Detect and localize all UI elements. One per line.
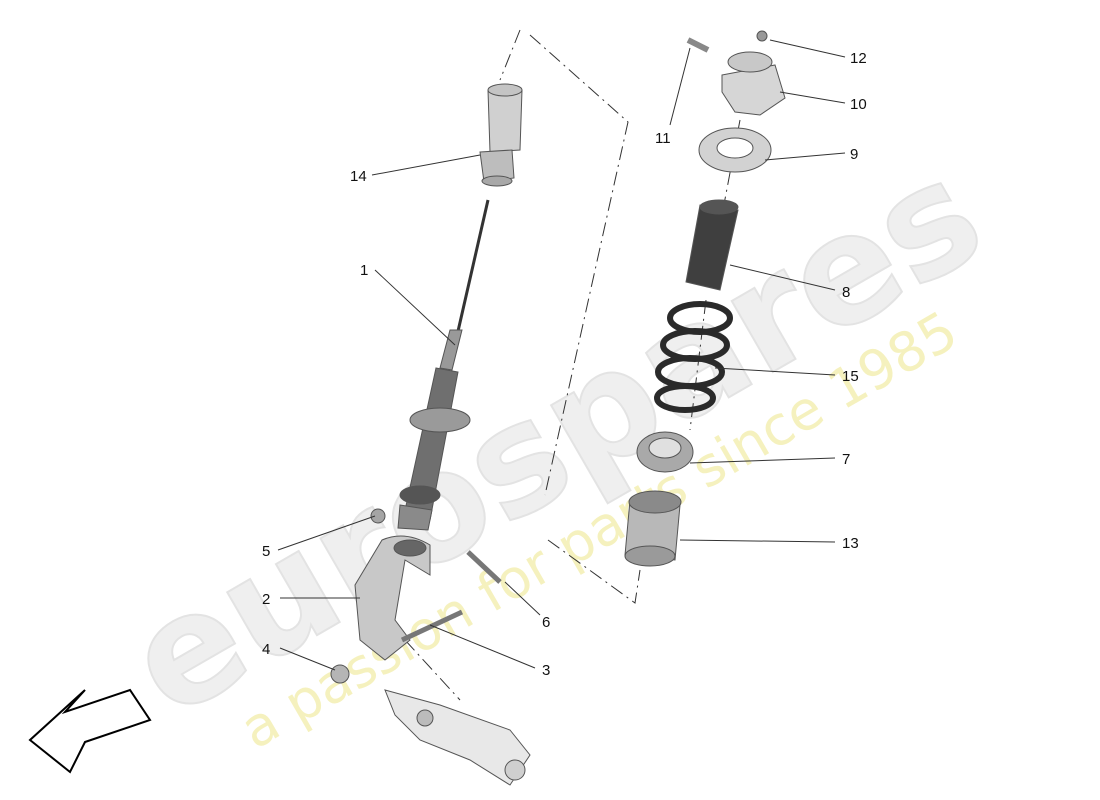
callout-1: 1: [360, 262, 368, 279]
watermark-brand: eurospares: [101, 126, 1009, 751]
bracket-part: [354, 535, 431, 661]
leader-lines: [277, 39, 846, 671]
watermark: eurospares a passion for parts since 198…: [100, 125, 1010, 761]
nut-part-4: [330, 664, 350, 684]
bolt-part-11: [686, 37, 710, 53]
callout-4: 4: [262, 641, 270, 658]
coil-spring-part: [654, 301, 733, 413]
callout-3: 3: [542, 662, 550, 679]
bolt-part-6: [466, 550, 502, 584]
callout-7: 7: [842, 451, 850, 468]
dust-cover-part: [479, 83, 523, 187]
callout-13: 13: [842, 535, 859, 552]
top-mount-parts: [686, 30, 786, 116]
nut-part-12: [756, 30, 768, 42]
control-arm-part: [384, 689, 531, 786]
bearing-ring-part: [698, 127, 772, 173]
callout-12: 12: [850, 50, 867, 67]
direction-arrow-icon: [28, 688, 152, 774]
shock-absorber-part: [397, 199, 490, 531]
callout-15: 15: [842, 368, 859, 385]
callout-11: 11: [655, 130, 671, 147]
spring-seat-part: [636, 431, 694, 473]
callout-labels: 1 2 3 4 5 6 7 8 9 10 11 12 13 14 15: [262, 50, 867, 679]
callout-14: 14: [350, 168, 367, 185]
callout-9: 9: [850, 146, 858, 163]
nut-part-5: [370, 508, 386, 524]
callout-2: 2: [262, 591, 270, 608]
callout-8: 8: [842, 284, 850, 301]
callout-6: 6: [542, 614, 550, 631]
mount-part-10: [721, 64, 786, 116]
bushing-part: [624, 490, 682, 567]
bump-stop-part: [685, 199, 739, 291]
callout-5: 5: [262, 543, 270, 560]
callout-10: 10: [850, 96, 867, 113]
